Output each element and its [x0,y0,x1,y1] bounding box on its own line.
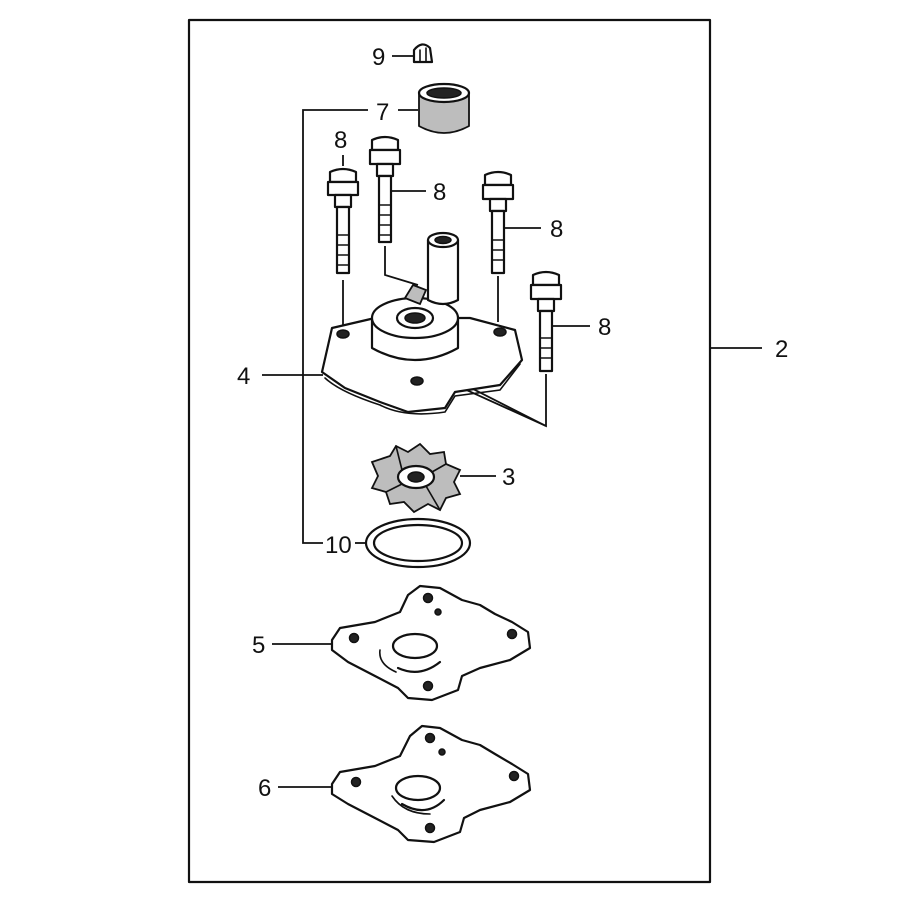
callout-bushing-label: 7 [376,99,389,126]
upper-plate-part [330,584,532,702]
callout-pump-case: 4 [237,363,323,390]
callout-bolt-b-label: 8 [433,179,446,206]
lower-plate-part [330,724,532,844]
callout-cap-label: 9 [372,44,385,71]
bolt-right-upper [481,170,515,322]
callout-upper-plate-label: 5 [252,632,265,659]
bolt-left [326,155,360,330]
callout-bolt-a-label: 8 [334,127,347,154]
bolt-center [368,135,419,286]
o-ring-part [364,517,472,569]
impeller-part [370,442,462,514]
bolt-right-lower [419,270,563,428]
callout-lower-plate-label: 6 [258,775,271,802]
callout-bolt-b: 8 [392,179,446,206]
callout-bolt-d: 8 [552,314,611,341]
callout-upper-plate: 5 [252,632,332,659]
callout-bushing: 7 [376,99,418,126]
callout-cap: 9 [372,44,413,71]
cap-part [412,43,434,64]
callout-bolt-c: 8 [504,216,563,243]
callout-o-ring-label: 10 [325,532,352,559]
callout-impeller: 3 [460,464,515,491]
bracket-7-10 [302,109,368,544]
callout-lower-plate: 6 [258,775,332,802]
callout-kit: 2 [710,336,788,363]
bushing-part [417,82,471,134]
callout-pump-case-label: 4 [237,363,250,390]
callout-bolt-d-label: 8 [598,314,611,341]
callout-bolt-c-label: 8 [550,216,563,243]
callout-impeller-label: 3 [502,464,515,491]
kit-frame [187,18,712,884]
pump-case-part [320,231,524,415]
callout-kit-label: 2 [775,336,788,363]
